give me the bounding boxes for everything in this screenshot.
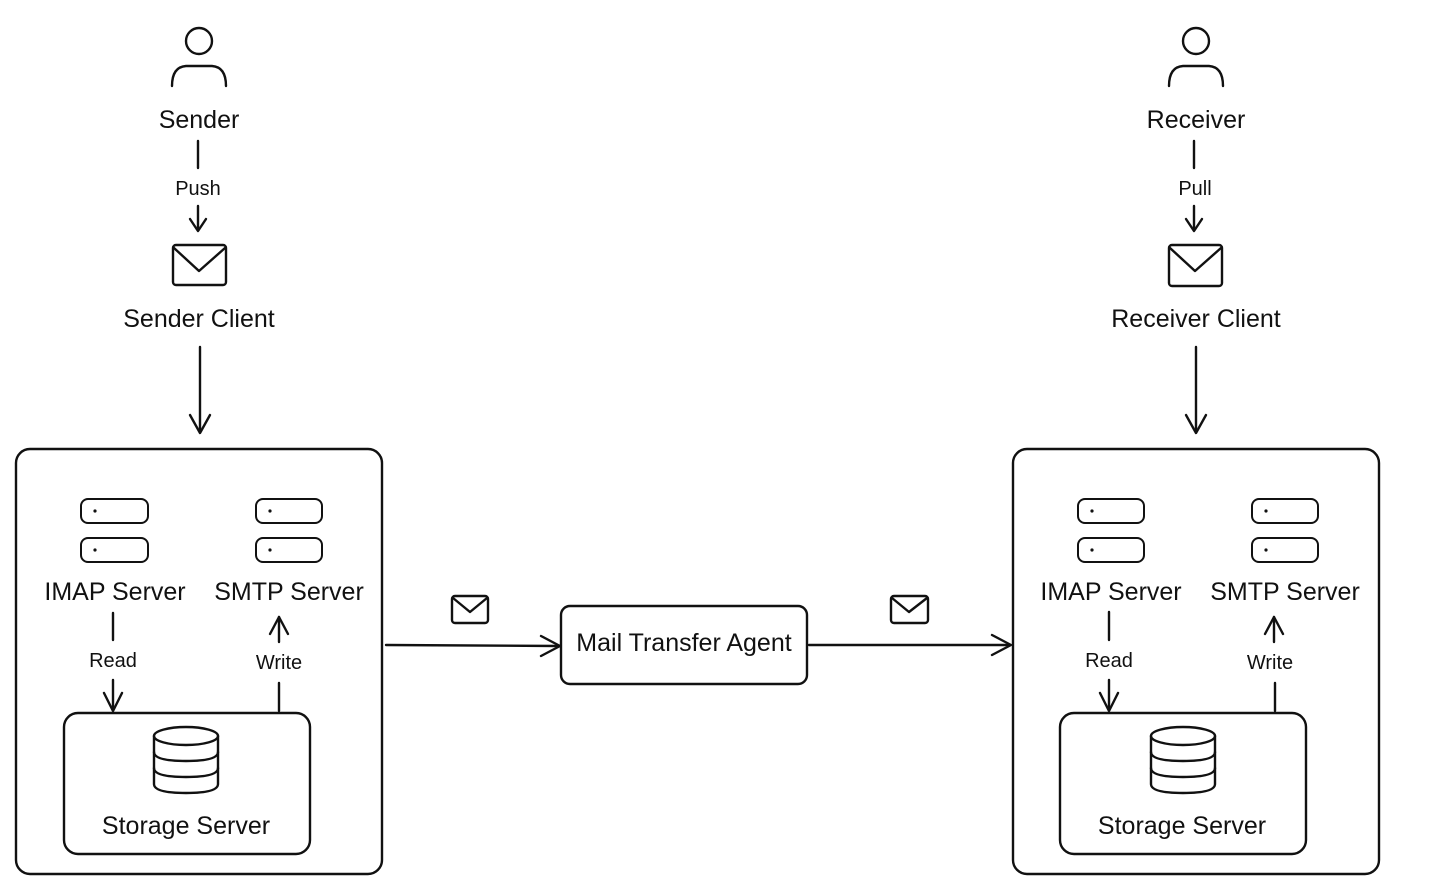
left-smtp-server-icon	[255, 498, 323, 563]
sender-mail-server-box	[14, 447, 384, 876]
right-read-arrow	[1098, 678, 1120, 713]
sender-person-icon	[170, 26, 228, 88]
sender-push-arrow	[188, 204, 208, 233]
right-imap-server-icon	[1077, 498, 1145, 563]
left-read-label: Read	[89, 650, 137, 672]
receiver-client-to-server-arrow	[1184, 345, 1208, 435]
left-imap-label: IMAP Server	[44, 578, 185, 606]
left-read-arrow	[102, 678, 124, 713]
sender-client-envelope-icon	[171, 243, 228, 287]
server-to-mta-arrow	[384, 634, 562, 658]
right-smtp-label: SMTP Server	[1210, 578, 1360, 606]
right-read-label: Read	[1085, 650, 1133, 672]
pull-label: Pull	[1178, 178, 1211, 200]
left-storage-label: Storage Server	[102, 812, 270, 840]
receiver-label: Receiver	[1147, 106, 1246, 134]
right-database-icon	[1149, 725, 1217, 795]
receiver-client-envelope-icon	[1167, 243, 1224, 288]
left-smtp-label: SMTP Server	[214, 578, 364, 606]
sender-client-label: Sender Client	[123, 305, 275, 333]
right-write-arrow	[1263, 615, 1285, 644]
right-smtp-server-icon	[1251, 498, 1319, 563]
left-storage-server-box	[62, 711, 312, 856]
receiver-mail-server-box	[1011, 447, 1381, 876]
mta-to-server-arrow	[807, 633, 1013, 657]
receiver-person-icon	[1167, 26, 1225, 88]
left-database-icon	[152, 725, 220, 795]
left-write-arrow	[268, 615, 290, 644]
inbound-envelope-icon	[889, 594, 930, 625]
outbound-envelope-icon	[450, 594, 490, 625]
right-storage-server-box	[1058, 711, 1308, 856]
left-imap-server-icon	[80, 498, 149, 563]
mta-box	[559, 604, 809, 686]
right-write-label: Write	[1247, 652, 1293, 674]
right-imap-label: IMAP Server	[1040, 578, 1181, 606]
right-storage-label: Storage Server	[1098, 812, 1266, 840]
push-label: Push	[175, 178, 221, 200]
receiver-pull-arrow	[1184, 204, 1204, 233]
sender-label: Sender	[159, 106, 240, 134]
receiver-client-label: Receiver Client	[1111, 305, 1281, 333]
sender-client-to-server-arrow	[188, 345, 212, 435]
mta-label: Mail Transfer Agent	[576, 629, 791, 657]
left-write-label: Write	[256, 652, 302, 674]
